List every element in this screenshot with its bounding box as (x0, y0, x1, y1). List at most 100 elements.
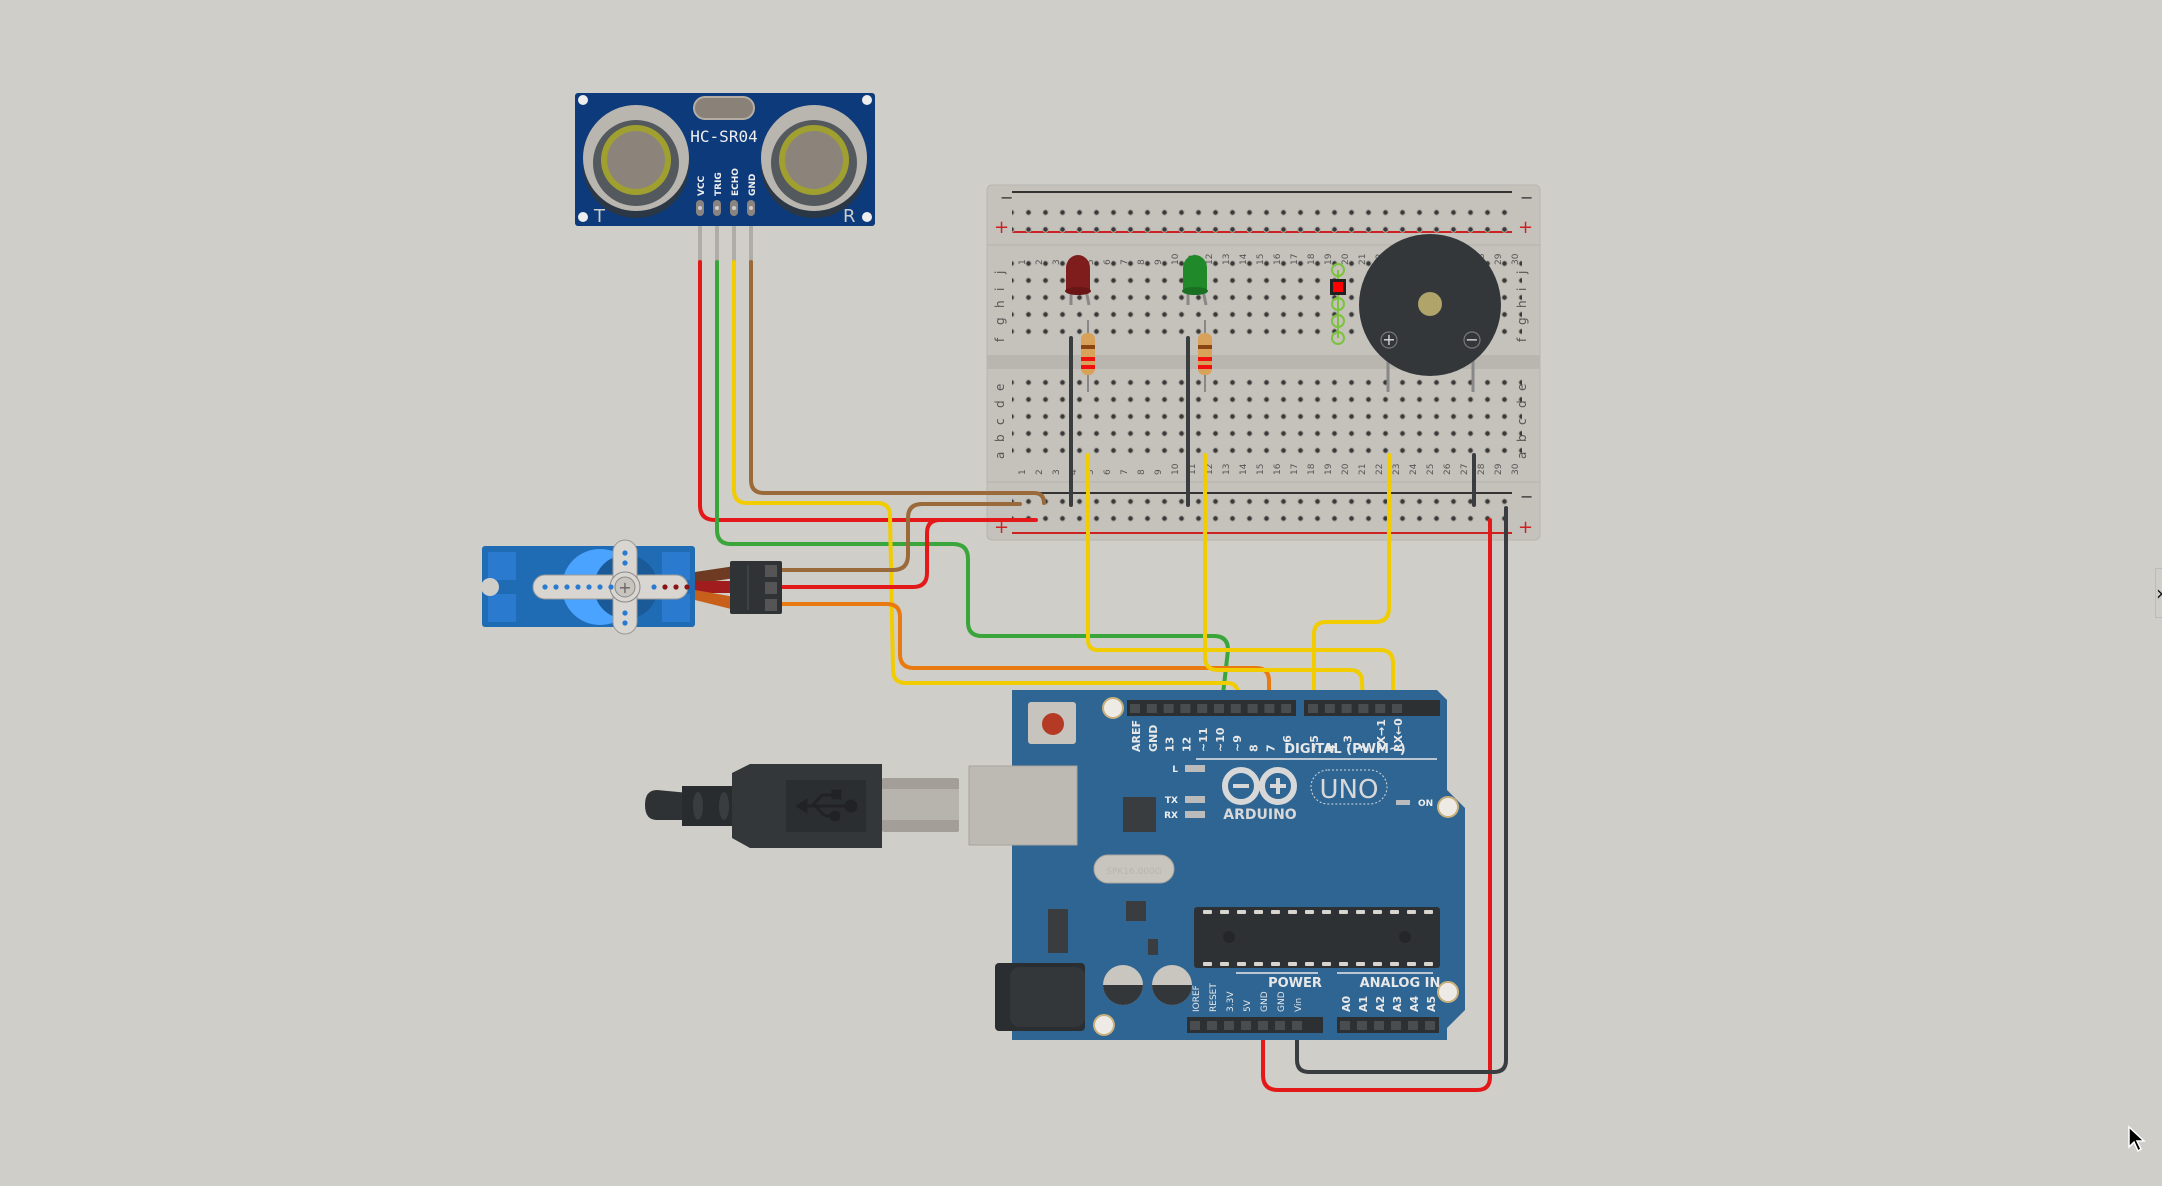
row-letter: e (1515, 384, 1529, 391)
digital-pin-socket[interactable] (1247, 704, 1258, 713)
resistor-2[interactable] (1198, 320, 1212, 392)
wire-echo-yellow[interactable] (732, 260, 1240, 708)
digital-pin-socket[interactable] (1264, 704, 1275, 713)
power-pin-label: 3.3V (1226, 991, 1236, 1012)
power-pin-socket[interactable] (1207, 1021, 1217, 1030)
analog-pin-socket[interactable] (1408, 1021, 1418, 1030)
board-led (1185, 796, 1205, 803)
digital-pin-socket[interactable] (1180, 704, 1191, 713)
column-number: 26 (1443, 463, 1453, 475)
usb-chip (1123, 797, 1156, 832)
digital-pin-socket[interactable] (1375, 704, 1386, 713)
digital-pin-socket[interactable] (1341, 704, 1352, 713)
power-header (1187, 1017, 1323, 1033)
digital-pin-label: AREF (1130, 720, 1143, 752)
digital-pin-socket[interactable] (1392, 704, 1402, 713)
on-led-label: ON (1418, 799, 1433, 809)
digital-pin-label: ~10 (1214, 727, 1227, 752)
column-number: 21 (1358, 464, 1368, 475)
digital-pin-socket[interactable] (1281, 704, 1292, 713)
wire-buzzer-signal[interactable] (1312, 453, 1391, 708)
led-red[interactable] (1065, 255, 1091, 306)
analog-header (1337, 1017, 1439, 1033)
servo-motor[interactable]: + (481, 539, 735, 635)
analog-pin-socket[interactable] (1374, 1021, 1384, 1030)
digital-pin-socket[interactable] (1163, 704, 1174, 713)
servo-connector[interactable] (730, 561, 782, 614)
wire-led-green-signal[interactable] (1203, 453, 1365, 708)
column-number: 27 (1460, 464, 1470, 475)
buzzer-plus-label: + (1382, 330, 1395, 349)
analog-pin-socket[interactable] (1425, 1021, 1435, 1030)
wire-servo-brown[interactable] (781, 502, 1022, 572)
column-number: 20 (1341, 463, 1351, 475)
power-pin-socket[interactable] (1292, 1021, 1302, 1030)
analog-pin-socket[interactable] (1340, 1021, 1350, 1030)
digital-pin-socket[interactable] (1308, 704, 1318, 713)
usb-cable[interactable] (645, 764, 959, 848)
row-letter: h (993, 300, 1007, 308)
digital-pin-socket[interactable] (1146, 704, 1157, 713)
side-panel-toggle[interactable]: › (2155, 568, 2162, 618)
power-pin-socket[interactable] (1190, 1021, 1200, 1030)
digital-pin-label: ~5 (1308, 735, 1321, 752)
piezo-buzzer[interactable]: + − (1359, 234, 1501, 392)
wire-vcc-red[interactable] (698, 260, 1038, 522)
transmitter (583, 105, 689, 218)
column-number: 19 (1324, 463, 1334, 475)
row-letter: b (993, 434, 1007, 442)
power-pin-label: 5V (1243, 999, 1253, 1012)
analog-pin-label: A0 (1340, 995, 1353, 1012)
column-number: 20 (1341, 253, 1351, 265)
led-green[interactable] (1182, 255, 1208, 306)
column-number: 5 (1086, 469, 1096, 475)
digital-pin-socket[interactable] (1130, 704, 1140, 713)
crystal (1093, 854, 1175, 884)
atmega-chip (1194, 907, 1440, 968)
analog-pin-socket[interactable] (1357, 1021, 1367, 1030)
svg-text:+: + (618, 578, 631, 597)
wire-gnd-black[interactable] (1295, 506, 1508, 1074)
row-letter: b (1515, 434, 1529, 442)
analog-pin-label: A3 (1391, 996, 1404, 1012)
buzzer-minus-label: − (1465, 330, 1478, 349)
row-letter: i (993, 288, 1007, 291)
power-pin-socket[interactable] (1224, 1021, 1234, 1030)
board-led (1185, 811, 1205, 818)
digital-pin-socket[interactable] (1358, 704, 1369, 713)
column-number: 10 (1171, 463, 1181, 475)
digital-pin-socket[interactable] (1230, 704, 1241, 713)
digital-pin-socket[interactable] (1324, 704, 1335, 713)
reset-button[interactable] (1028, 702, 1076, 744)
analog-pin-label: A4 (1408, 995, 1421, 1012)
analog-pin-socket[interactable] (1391, 1021, 1401, 1030)
power-pin-socket[interactable] (1275, 1021, 1285, 1030)
digital-pin-socket[interactable] (1197, 704, 1208, 713)
power-pin-socket[interactable] (1258, 1021, 1268, 1030)
rail-label: − (1000, 188, 1013, 207)
power-pin-socket[interactable] (1241, 1021, 1251, 1030)
wire-5v-red[interactable] (1261, 518, 1492, 1092)
column-number: 9 (1154, 469, 1164, 475)
column-number: 8 (1137, 469, 1147, 475)
crystal-label: SPK16.000G (1106, 867, 1162, 877)
digital-pin-label: ~6 (1281, 735, 1294, 752)
row-letter: a (1515, 452, 1529, 459)
column-number: 12 (1205, 464, 1215, 475)
resistor-1[interactable] (1081, 320, 1095, 392)
column-number: 4 (1069, 469, 1079, 475)
digital-pin-socket[interactable] (1214, 704, 1224, 713)
row-letter: d (1515, 400, 1529, 408)
column-number: 17 (1290, 464, 1300, 475)
wire-led-red-signal[interactable] (1086, 453, 1395, 708)
rail-label: + (994, 217, 1009, 238)
wires (698, 260, 1508, 1092)
wire-trig-green[interactable] (715, 260, 1230, 705)
wire-gnd-brown[interactable] (749, 260, 1046, 505)
wire-servo-red[interactable] (781, 518, 1022, 589)
